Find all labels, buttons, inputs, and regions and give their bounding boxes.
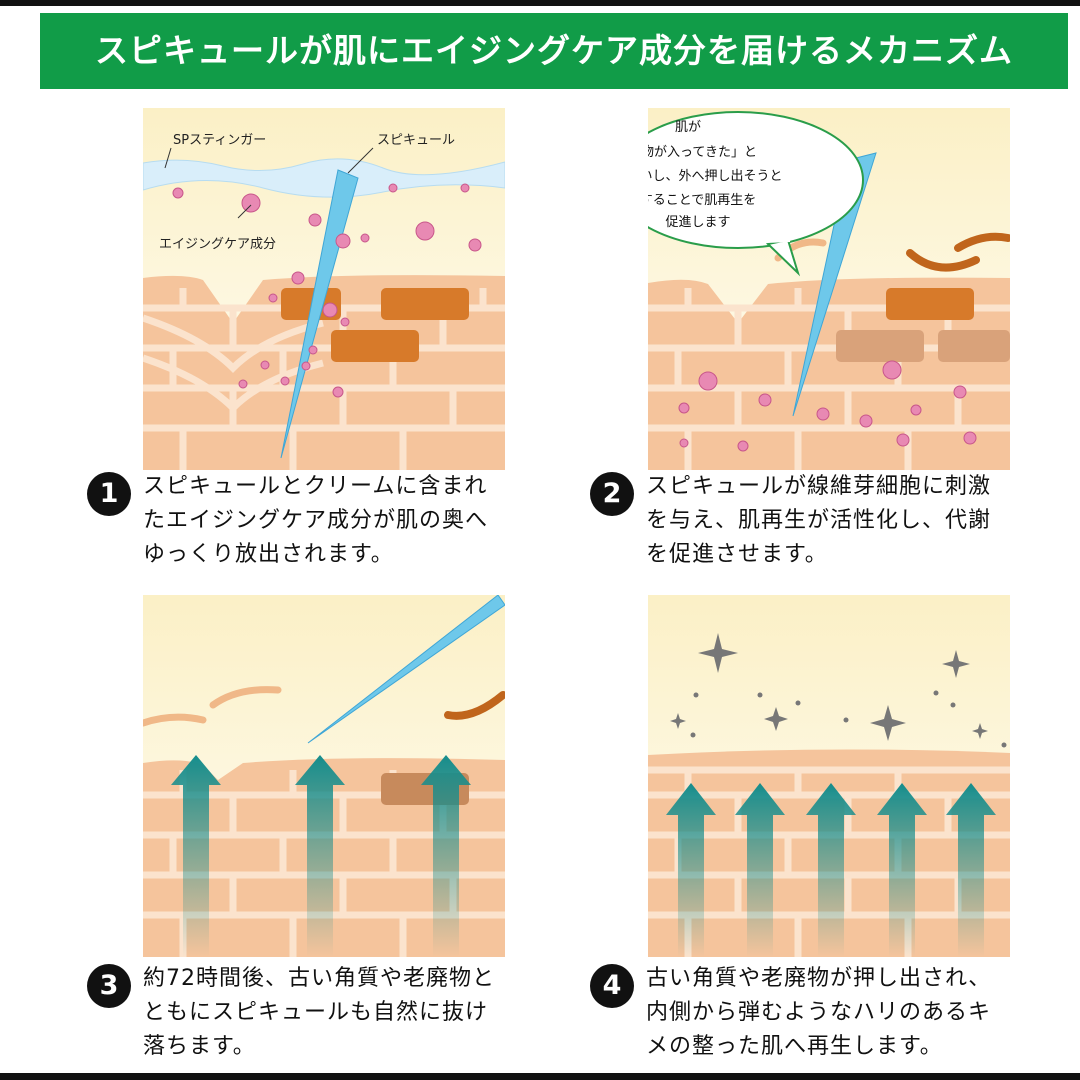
old-cell: [331, 330, 419, 362]
bubble-line-1: 肌が: [675, 120, 701, 135]
step-description: 古い角質や老廃物が押し出され、内側から弾むようなハリのあるキメの整った肌へ再生し…: [646, 966, 992, 1059]
sparkle-icons: [670, 633, 1007, 748]
bubble-line-2: 「異物が入ってきた」と: [648, 145, 757, 160]
step-description: 約72時間後、古い角質や老廃物とともにスピキュールも自然に抜け落ちます。: [143, 966, 495, 1059]
step-number-badge: 4: [590, 964, 634, 1008]
panel-4-illustration: [648, 595, 1010, 957]
upward-arrows: [666, 783, 996, 957]
old-cell: [381, 288, 469, 320]
label-aging-care: エイジングケア成分: [159, 237, 276, 252]
panel-step-4: [648, 595, 1010, 957]
step-number-badge: 2: [590, 472, 634, 516]
page-title: スピキュールが肌にエイジングケア成分を届けるメカニズム: [40, 13, 1068, 89]
bottom-border: [0, 1073, 1080, 1080]
panel-step-2: 肌が 「異物が入ってきた」と 勘違いし、外へ押し出そうと することで肌再生を 促…: [648, 108, 1010, 470]
step-number-badge: 3: [87, 964, 131, 1008]
step-4-caption: 4 古い角質や老廃物が押し出され、内側から弾むようなハリのあるキメの整った肌へ再…: [590, 962, 1001, 1064]
step-number-badge: 1: [87, 472, 131, 516]
bubble-line-4: することで肌再生を: [648, 193, 756, 208]
step-2-caption: 2 スピキュールが線維芽細胞に刺激を与え、肌再生が活性化し、代謝を促進させます。: [590, 470, 1001, 572]
panel-step-3: [143, 595, 505, 957]
aging-care-particles: [172, 183, 482, 398]
label-sp-stinger: SPスティンガー: [173, 133, 266, 148]
speech-bubble: 肌が 「異物が入ってきた」と 勘違いし、外へ押し出そうと することで肌再生を 促…: [648, 111, 864, 277]
panel-2-illustration: 肌が 「異物が入ってきた」と 勘違いし、外へ押し出そうと することで肌再生を 促…: [648, 108, 1010, 470]
panel-1-illustration: SPスティンガー スピキュール エイジングケア成分: [143, 108, 505, 470]
step-3-caption: 3 約72時間後、古い角質や老廃物とともにスピキュールも自然に抜け落ちます。: [87, 962, 498, 1064]
bubble-line-3: 勘違いし、外へ押し出そうと: [648, 169, 783, 184]
aging-care-particles: [678, 360, 977, 452]
step-1-caption: 1 スピキュールとクリームに含まれたエイジングケア成分が肌の奥へゆっくり放出され…: [87, 470, 498, 572]
label-spicule: スピキュール: [377, 133, 455, 148]
upward-arrows: [171, 755, 471, 957]
panel-step-1: SPスティンガー スピキュール エイジングケア成分: [143, 108, 505, 470]
step-description: スピキュールとクリームに含まれたエイジングケア成分が肌の奥へゆっくり放出されます…: [143, 474, 489, 567]
spicule-needle: [792, 152, 877, 417]
step-description: スピキュールが線維芽細胞に刺激を与え、肌再生が活性化し、代謝を促進させます。: [646, 474, 992, 567]
panel-3-illustration: [143, 595, 505, 957]
top-border: [0, 0, 1080, 6]
spicule-needle: [307, 595, 505, 744]
bubble-line-5: 促進します: [665, 215, 730, 230]
